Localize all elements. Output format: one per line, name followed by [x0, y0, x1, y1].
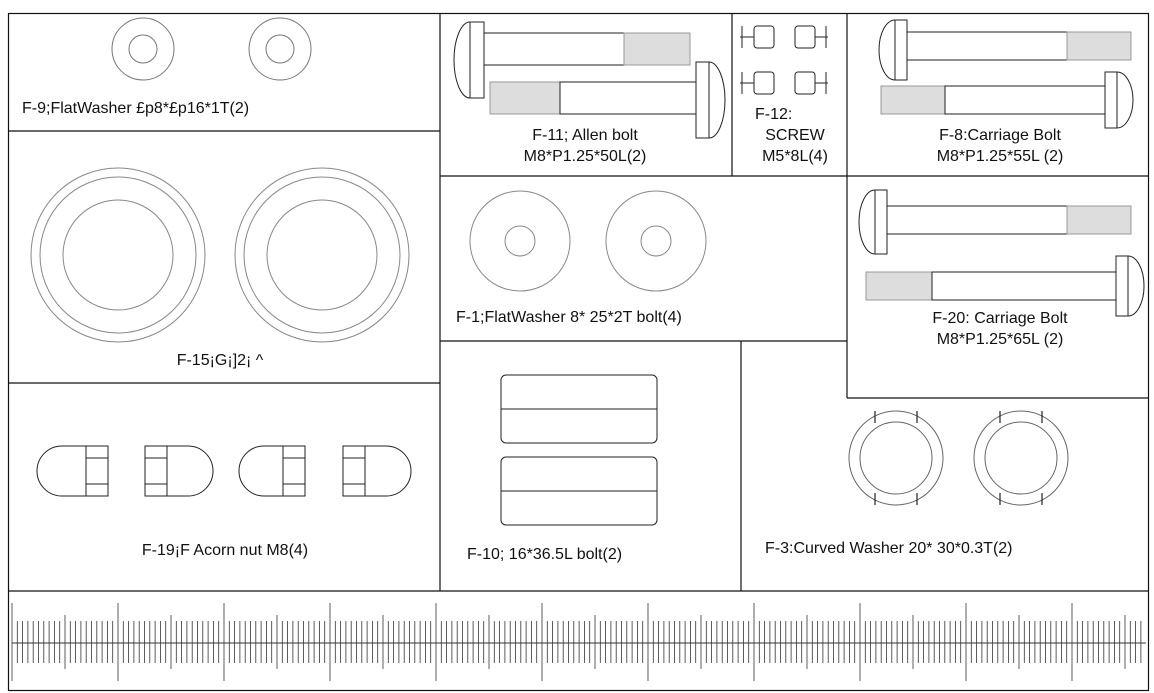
screw-icon — [740, 25, 828, 95]
curved-washer-icon — [848, 410, 1069, 506]
f19-label: F-19¡F Acorn nut M8(4) — [141, 542, 309, 559]
f20-label-line2: M8*P1.25*65L (2) — [936, 331, 1064, 348]
f11-caption: F-11; Allen bolt M8*P1.25*50L(2) — [460, 125, 710, 167]
allen-bolt-icon — [453, 21, 726, 139]
acorn-nut-icon — [36, 445, 412, 497]
ruler-icon — [11, 603, 1146, 681]
flat-washer-icon — [111, 17, 312, 81]
f11-label-line1: F-11; Allen bolt — [532, 127, 638, 144]
spacer-icon — [500, 374, 658, 526]
f12-label-line3: M5*8L(4) — [762, 148, 828, 165]
curved-washer-marks — [874, 411, 1043, 505]
flat-washer-icon — [469, 190, 707, 292]
f12-label-line1: F-12: — [755, 106, 793, 123]
f8-label-line2: M8*P1.25*55L (2) — [936, 148, 1064, 165]
carriage-bolt-icon — [878, 19, 1134, 129]
f20-label-line1: F-20: Carriage Bolt — [932, 310, 1068, 327]
f9-label: F-9;FlatWasher £p8*£p16*1T(2) — [22, 100, 250, 117]
carriage-bolt-icon — [858, 189, 1145, 317]
f1-label: F-1;FlatWasher 8* 25*2T bolt(4) — [456, 309, 682, 326]
f8-label-line1: F-8:Carriage Bolt — [939, 127, 1061, 144]
large-washer-icon — [30, 167, 410, 343]
f12-caption: F-12: SCREW M5*8L(4) — [745, 104, 845, 167]
f10-label: F-10; 16*36.5L bolt(2) — [467, 546, 623, 563]
f12-label-line2: SCREW — [765, 127, 825, 144]
f20-caption: F-20: Carriage Bolt M8*P1.25*65L (2) — [870, 308, 1130, 350]
f15-label: F-15¡G¡]2¡ ^ — [176, 352, 264, 369]
grid-lines — [7, 12, 1150, 692]
f11-label-line2: M8*P1.25*50L(2) — [523, 148, 647, 165]
f3-label: F-3:Curved Washer 20* 30*0.3T(2) — [765, 540, 1013, 557]
f8-caption: F-8:Carriage Bolt M8*P1.25*55L (2) — [870, 125, 1130, 167]
